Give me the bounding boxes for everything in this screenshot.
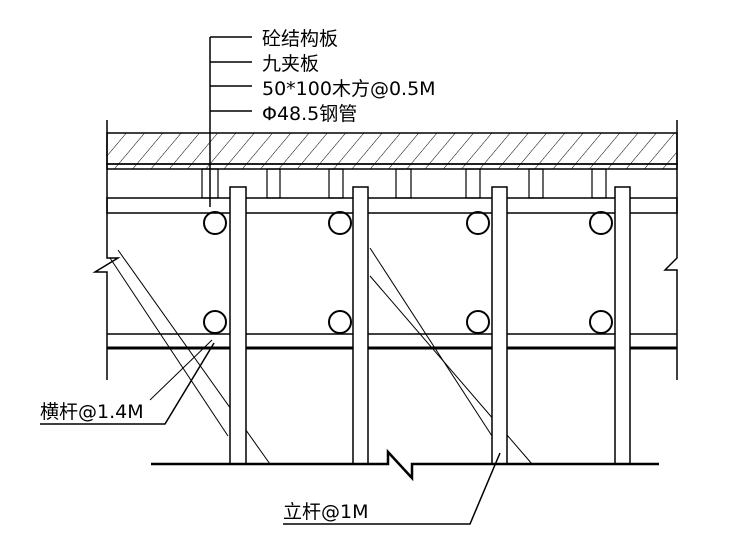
material-callout-leader: [209, 36, 252, 207]
plywood-layer: [106, 163, 678, 170]
label-ledger: 横杆@1.4M: [40, 401, 144, 423]
ground-line: [151, 448, 659, 482]
label-steel-pipe: Φ48.5钢管: [262, 103, 357, 125]
concrete-slab: [106, 132, 678, 165]
upper-ledger: [106, 197, 678, 214]
label-timber-joist: 50*100木方@0.5M: [262, 78, 436, 100]
vertical-posts: [229, 186, 631, 465]
steel-pipes: [203, 211, 613, 334]
diagonal-braces: [109, 247, 533, 465]
timber-joists: [201, 168, 607, 199]
ledger-leader: [40, 342, 215, 425]
label-plywood: 九夹板: [262, 53, 319, 75]
label-concrete-slab: 砼结构板: [262, 28, 338, 50]
post-leader: [283, 452, 501, 525]
label-post: 立杆@1M: [283, 501, 368, 523]
